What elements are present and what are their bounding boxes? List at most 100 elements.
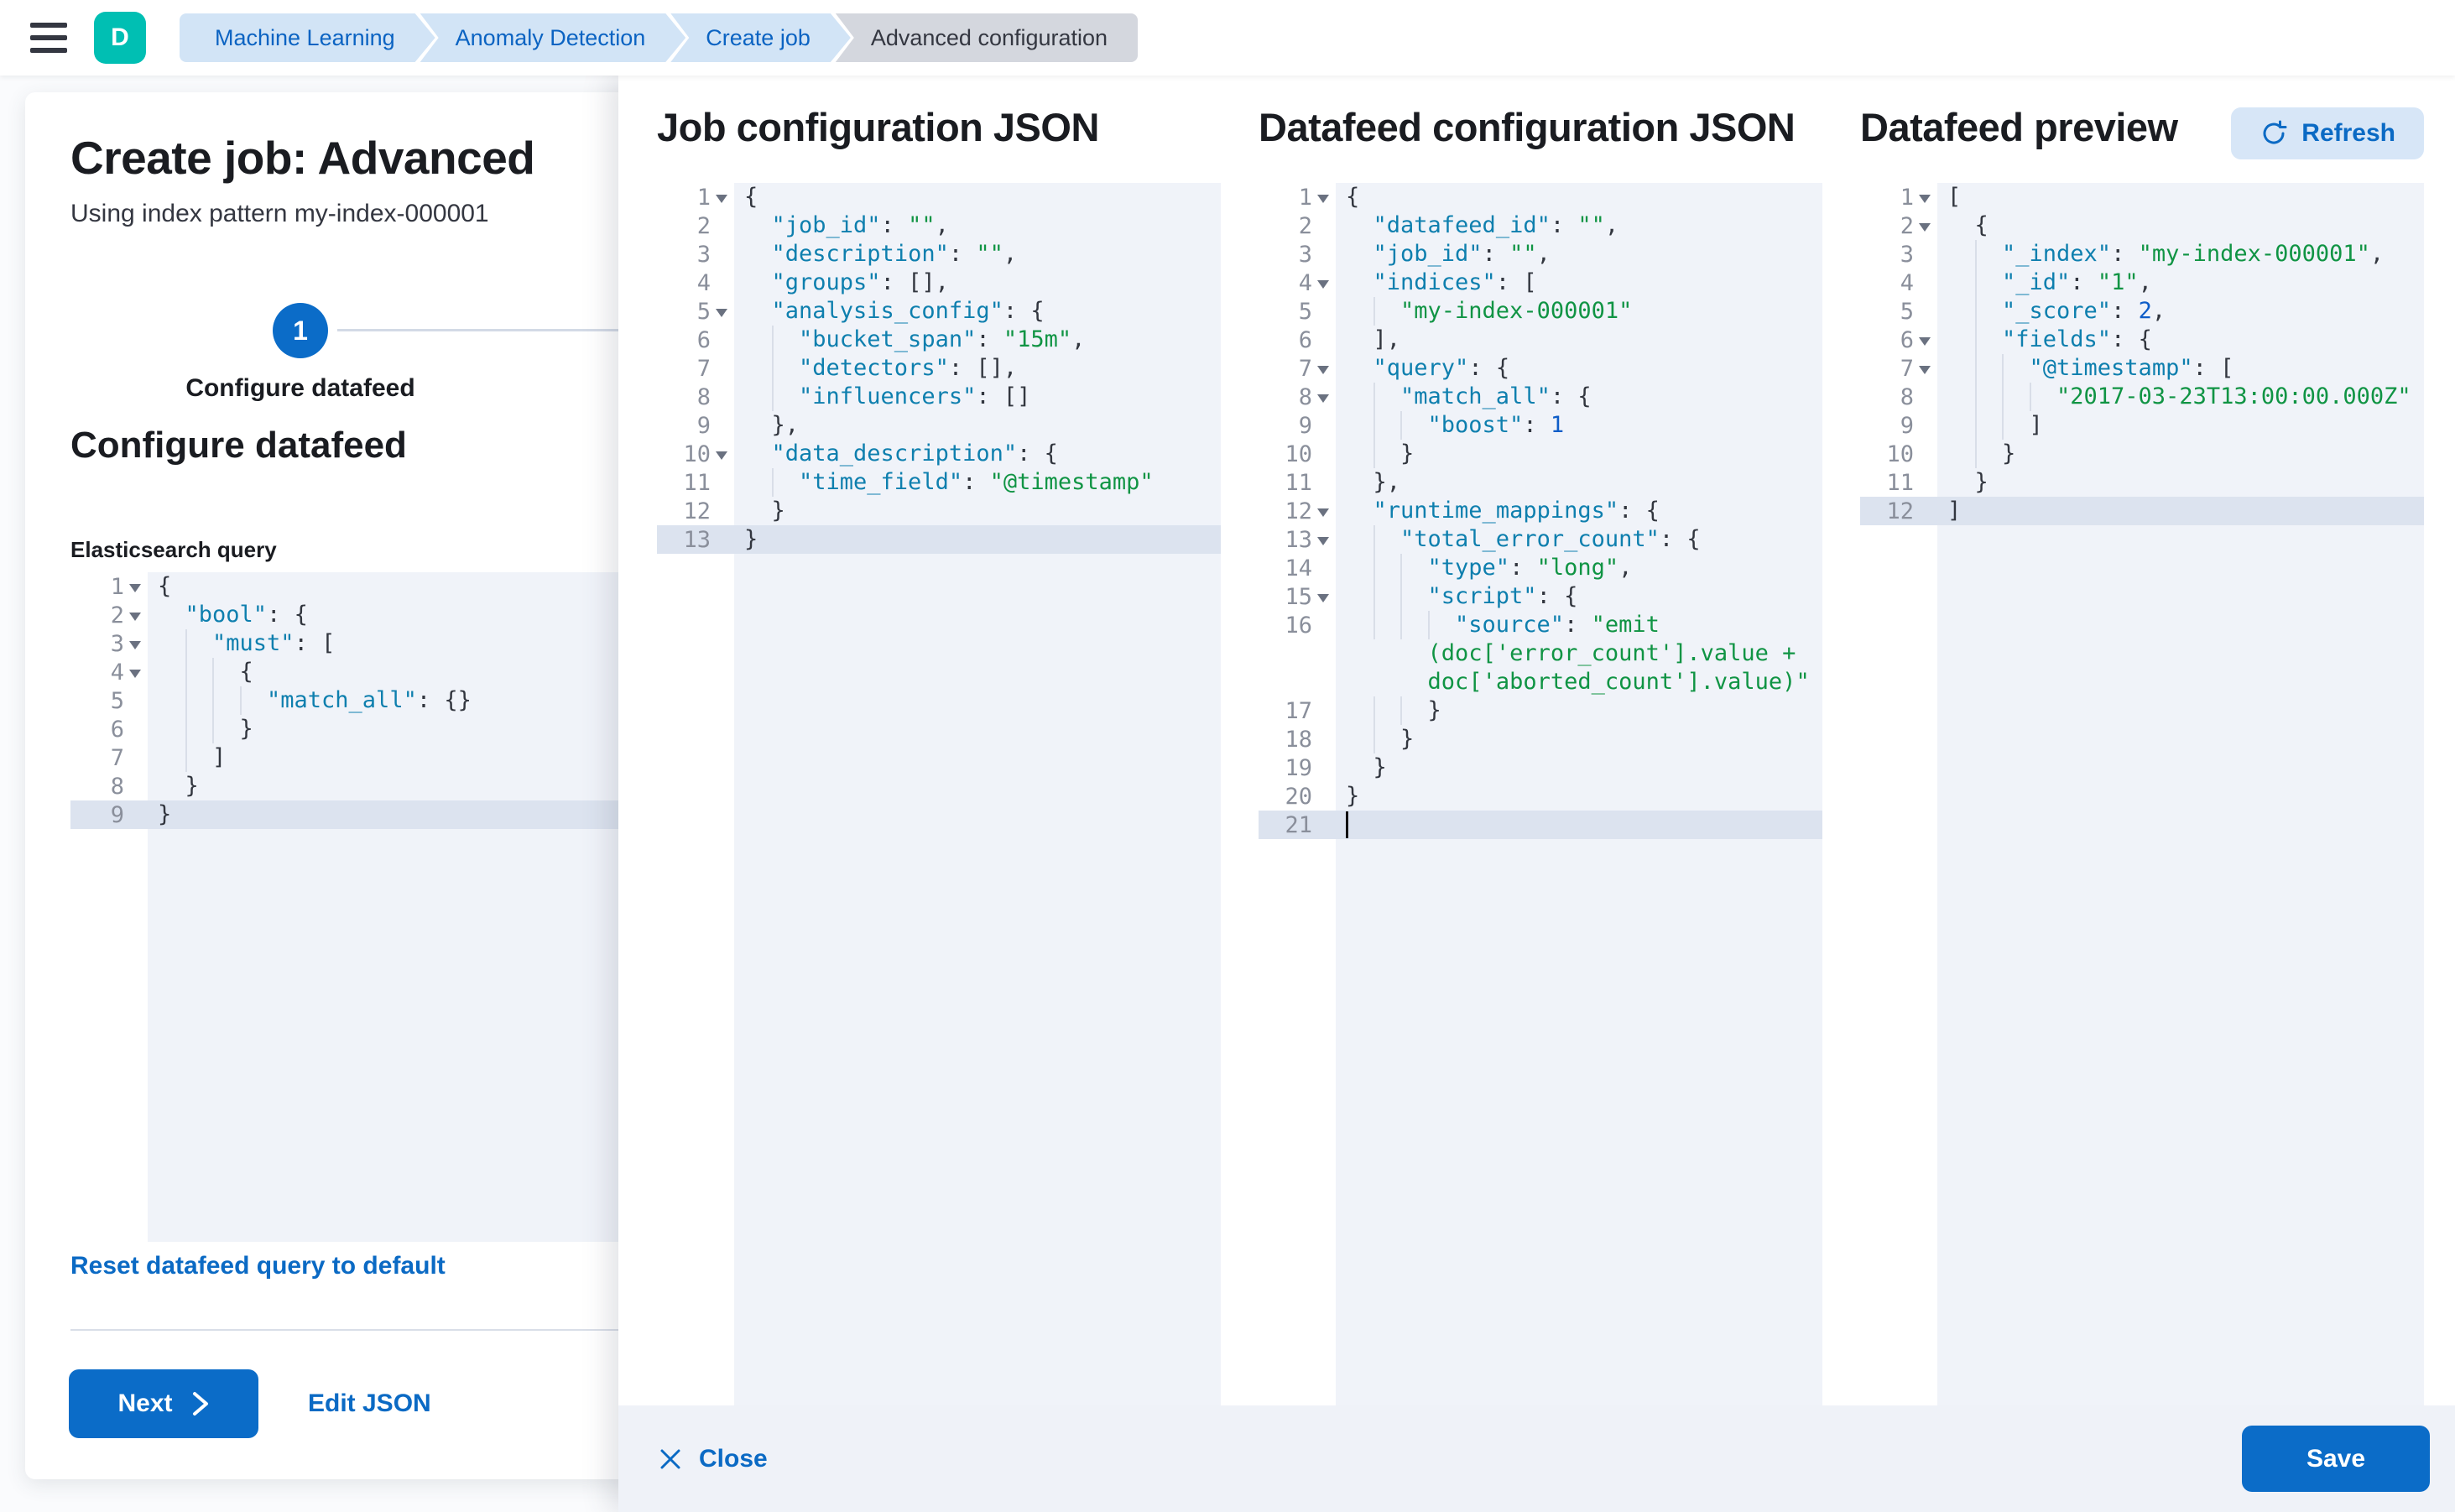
line-number[interactable]: 16 [1259,611,1336,639]
code-line-content[interactable]: "2017-03-23T13:00:00.000Z" [1937,383,2424,411]
code-line[interactable]: 4 "indices": [ [1259,269,1822,297]
line-number[interactable]: 6 [657,326,734,354]
code-line[interactable]: 12] [1860,497,2424,525]
line-number[interactable]: 10 [1860,440,1937,468]
code-line-content[interactable]: } [148,772,638,800]
fold-caret-icon[interactable] [129,670,141,678]
line-number[interactable]: 13 [657,525,734,554]
breadcrumb-machine-learning[interactable]: Machine Learning [180,13,435,62]
fold-caret-icon[interactable] [716,451,727,460]
fold-caret-icon[interactable] [716,309,727,317]
code-line[interactable]: 5 "_score": 2, [1860,297,2424,326]
code-line-content[interactable]: } [1336,696,1822,725]
save-button[interactable]: Save [2242,1426,2430,1492]
fold-caret-icon[interactable] [1317,394,1329,403]
line-number[interactable]: 2 [1860,211,1937,240]
line-number[interactable]: 4 [70,658,148,686]
code-line[interactable]: 8 "2017-03-23T13:00:00.000Z" [1860,383,2424,411]
code-line[interactable]: 14 "type": "long", [1259,554,1822,582]
code-line[interactable]: 1[ [1860,183,2424,211]
line-number[interactable]: 9 [657,411,734,440]
line-number[interactable]: 18 [1259,725,1336,753]
fold-caret-icon[interactable] [129,584,141,592]
code-line[interactable]: 12 "runtime_mappings": { [1259,497,1822,525]
code-line-content[interactable]: "_score": 2, [1937,297,2424,326]
code-line[interactable]: 2 "bool": { [70,601,638,629]
line-number[interactable]: 12 [1860,497,1937,525]
line-number[interactable]: 11 [1259,468,1336,497]
line-number[interactable]: 9 [1860,411,1937,440]
code-line[interactable]: 10 "data_description": { [657,440,1221,468]
code-line[interactable]: 1{ [657,183,1221,211]
line-number[interactable]: 1 [1860,183,1937,211]
line-number[interactable]: 9 [70,800,148,829]
code-line[interactable]: 9 "boost": 1 [1259,411,1822,440]
line-number[interactable]: 6 [70,715,148,743]
editor-empty-area[interactable] [70,829,638,1242]
code-line[interactable]: doc['aborted_count'].value)" [1259,668,1822,696]
code-line[interactable]: 1{ [70,572,638,601]
code-line-content[interactable]: "fields": { [1937,326,2424,354]
line-number[interactable]: 17 [1259,696,1336,725]
fold-caret-icon[interactable] [1317,537,1329,545]
code-line[interactable]: 7 "query": { [1259,354,1822,383]
line-number[interactable]: 7 [657,354,734,383]
code-line[interactable]: 4 "groups": [], [657,269,1221,297]
code-line-content[interactable]: } [148,800,638,829]
code-line-content[interactable]: { [1336,183,1822,211]
line-number[interactable] [1259,639,1336,668]
fold-caret-icon[interactable] [129,613,141,621]
line-number[interactable]: 12 [657,497,734,525]
code-line-content[interactable]: "datafeed_id": "", [1336,211,1822,240]
job-configuration-editor[interactable]: 1{2 "job_id": "",3 "description": "",4 "… [657,183,1221,1405]
fold-caret-icon[interactable] [1317,195,1329,203]
code-line-content[interactable]: { [148,572,638,601]
code-line-content[interactable]: "job_id": "", [734,211,1221,240]
line-number[interactable]: 2 [657,211,734,240]
line-number[interactable]: 8 [1259,383,1336,411]
fold-caret-icon[interactable] [1919,223,1931,232]
code-line-content[interactable]: "indices": [ [1336,269,1822,297]
line-number[interactable]: 7 [1259,354,1336,383]
code-line[interactable]: 1{ [1259,183,1822,211]
code-line-content[interactable]: "detectors": [], [734,354,1221,383]
line-number[interactable] [1259,668,1336,696]
code-line-content[interactable]: { [1937,211,2424,240]
line-number[interactable]: 3 [1259,240,1336,269]
code-line-content[interactable]: "@timestamp": [ [1937,354,2424,383]
line-number[interactable]: 19 [1259,753,1336,782]
code-line-content[interactable]: "bool": { [148,601,638,629]
line-number[interactable]: 4 [1259,269,1336,297]
code-line[interactable]: 16 "source": "emit [1259,611,1822,639]
line-number[interactable]: 11 [657,468,734,497]
datafeed-configuration-editor[interactable]: 1{2 "datafeed_id": "",3 "job_id": "",4 "… [1259,183,1822,1405]
code-line[interactable]: 5 "my-index-000001" [1259,297,1822,326]
code-line-content[interactable]: } [1937,440,2424,468]
code-line[interactable]: 3 "job_id": "", [1259,240,1822,269]
line-number[interactable]: 5 [70,686,148,715]
fold-caret-icon[interactable] [1317,508,1329,517]
code-line-content[interactable]: ] [148,743,638,772]
line-number[interactable]: 10 [1259,440,1336,468]
line-number[interactable]: 21 [1259,811,1336,839]
line-number[interactable]: 6 [1259,326,1336,354]
fold-caret-icon[interactable] [1317,366,1329,374]
line-number[interactable]: 1 [1259,183,1336,211]
line-number[interactable]: 7 [70,743,148,772]
code-line-content[interactable]: ], [1336,326,1822,354]
line-number[interactable]: 11 [1860,468,1937,497]
code-line[interactable]: 20} [1259,782,1822,811]
code-line-content[interactable]: "bucket_span": "15m", [734,326,1221,354]
code-line-content[interactable]: } [1937,468,2424,497]
code-line-content[interactable]: }, [734,411,1221,440]
code-line[interactable]: 2 "datafeed_id": "", [1259,211,1822,240]
fold-caret-icon[interactable] [1317,594,1329,602]
space-avatar[interactable]: D [94,12,146,64]
code-line[interactable]: 15 "script": { [1259,582,1822,611]
code-line-content[interactable]: "query": { [1336,354,1822,383]
editor-empty-area[interactable] [1259,839,1822,1405]
code-line[interactable]: 21 [1259,811,1822,839]
code-line[interactable]: 8 } [70,772,638,800]
line-number[interactable]: 6 [1860,326,1937,354]
line-number[interactable]: 14 [1259,554,1336,582]
